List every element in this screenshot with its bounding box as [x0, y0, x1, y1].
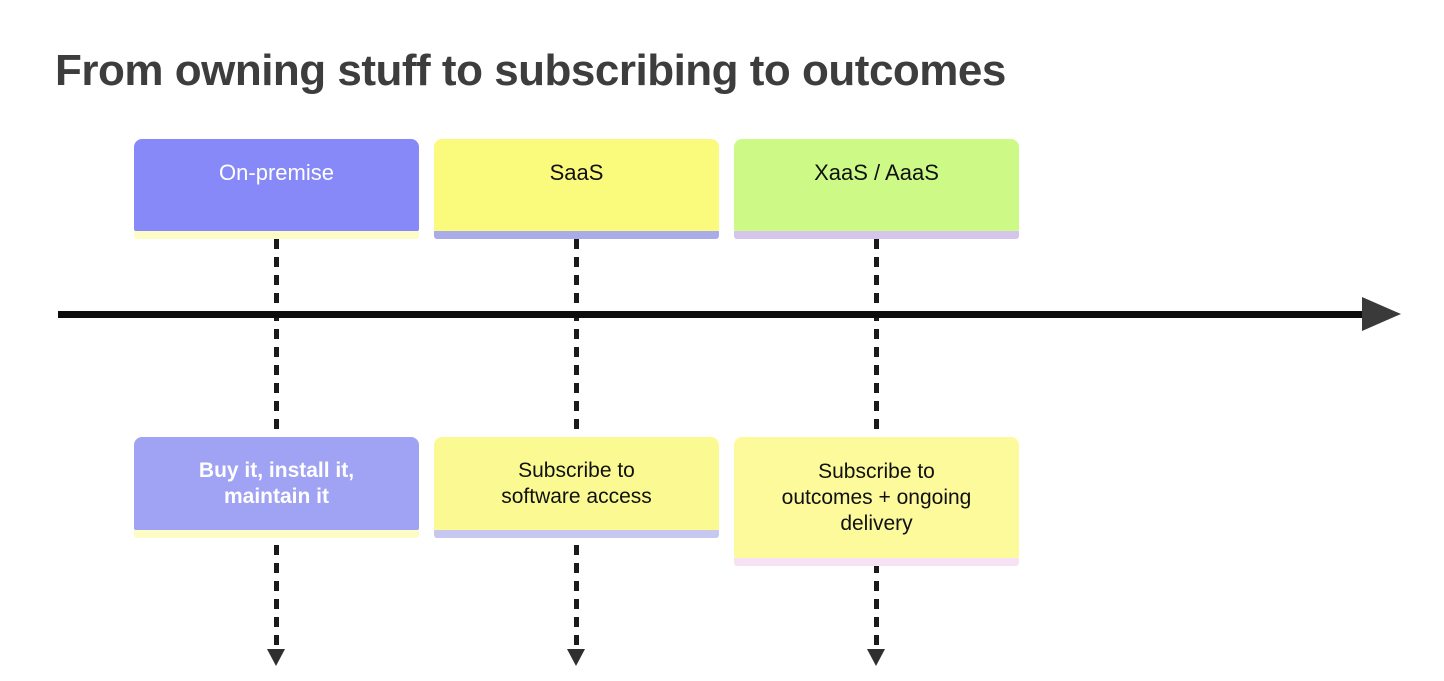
bottom-box-label: Subscribe to software access — [501, 458, 652, 508]
bottom-box-label: Buy it, install it, maintain it — [198, 458, 355, 508]
column-xaas-aaas: XaaS / AaaS Subscribe to outcomes + ongo… — [734, 0, 1019, 681]
top-box-xaas-aaas: XaaS / AaaS — [734, 139, 1019, 231]
bottom-box-subscribe-software: Subscribe to software access — [434, 437, 719, 530]
timeline-axis-line — [58, 311, 1363, 318]
down-arrow-icon — [567, 649, 585, 666]
top-box-shadow-strip — [734, 231, 1019, 239]
top-box-on-premise: On-premise — [134, 139, 419, 231]
bottom-box-subscribe-outcomes: Subscribe to outcomes + ongoing delivery — [734, 437, 1019, 558]
top-box-label: XaaS / AaaS — [814, 160, 939, 185]
page-title: From owning stuff to subscribing to outc… — [55, 46, 1006, 95]
top-box-shadow-strip — [434, 231, 719, 239]
bottom-box-shadow-strip — [134, 530, 419, 538]
top-box-shadow-strip — [134, 231, 419, 239]
top-box-saas: SaaS — [434, 139, 719, 231]
column-saas: SaaS Subscribe to software access — [434, 0, 719, 681]
down-arrow-icon — [867, 649, 885, 666]
right-arrow-icon — [1362, 297, 1401, 331]
top-box-label: On-premise — [219, 160, 334, 185]
bottom-box-shadow-strip — [434, 530, 719, 538]
column-on-premise: On-premise Buy it, install it, maintain … — [134, 0, 419, 681]
down-arrow-icon — [267, 649, 285, 666]
top-box-label: SaaS — [549, 160, 604, 185]
bottom-box-shadow-strip — [734, 558, 1019, 566]
bottom-box-label: Subscribe to outcomes + ongoing delivery — [781, 459, 972, 535]
bottom-box-buy-install-maintain: Buy it, install it, maintain it — [134, 437, 419, 530]
